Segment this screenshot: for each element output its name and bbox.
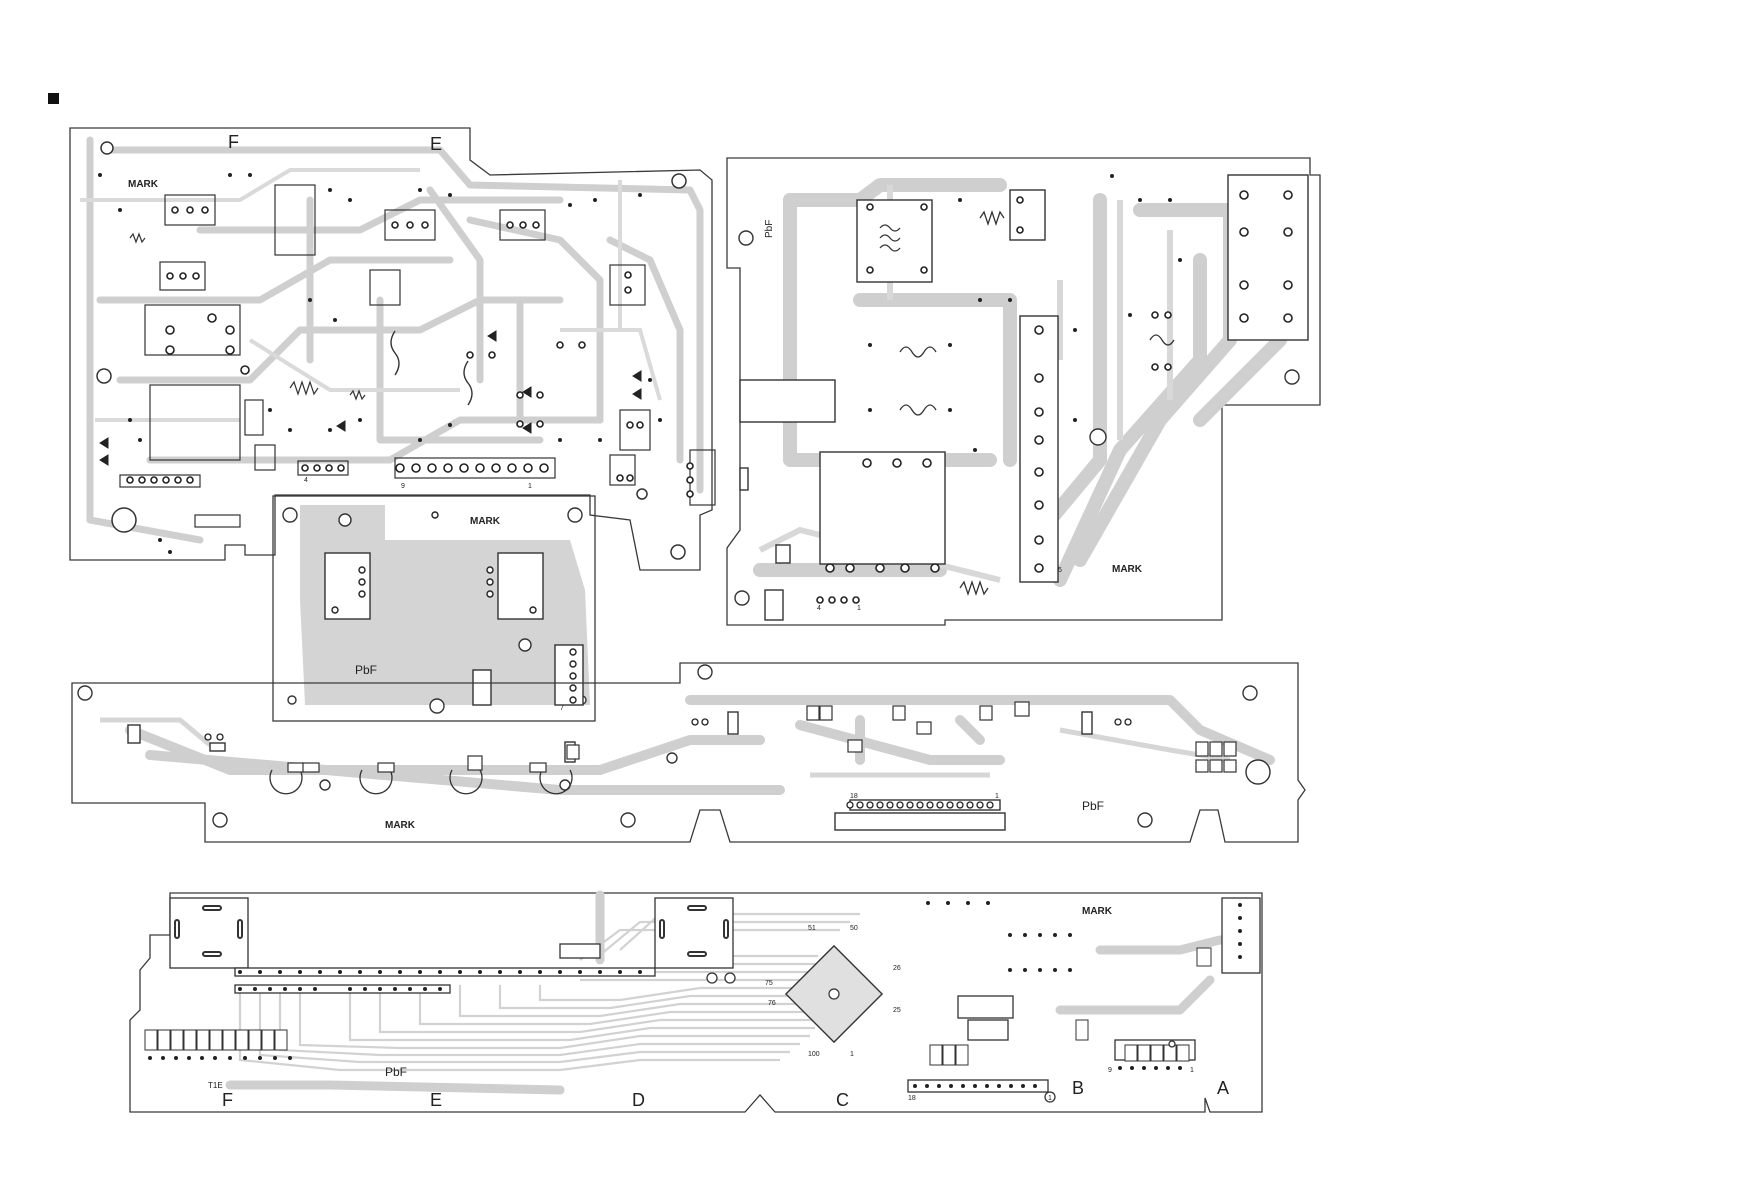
front-board-pbf: PbF: [1082, 799, 1104, 813]
transformer-board-code: PbF: [764, 220, 775, 238]
display-board-edge-letter-e: E: [430, 1090, 442, 1110]
power-board-outline: [69, 127, 713, 571]
display-board-edge-letter-a: A: [1217, 1078, 1229, 1098]
front-board-mark: MARK: [385, 820, 416, 831]
display-board-edge-letter-f: F: [222, 1090, 233, 1110]
ic-pin-50: 50: [850, 925, 858, 932]
front-board: MARK PbF 18 1: [71, 662, 1306, 843]
display-connector-pin-1: 1: [1048, 1095, 1052, 1102]
transformer-board-pin-1: 1: [857, 605, 861, 612]
transformer-board-outline: [726, 157, 1321, 626]
display-board-edge-letter-d: D: [632, 1090, 645, 1110]
display-connector-pin-1b: 1: [1190, 1067, 1194, 1074]
sub-board-mark: MARK: [470, 516, 501, 527]
display-board-outline: [129, 892, 1263, 1113]
front-board-pin-1: 1: [995, 793, 999, 800]
transformer-board-pin-4: 4: [817, 605, 821, 612]
power-board-edge-letter-e: E: [430, 134, 442, 154]
display-board: 51 50 75 76 26 25 100 1: [129, 890, 1263, 1113]
transformer-board: PbF MARK 4 1 5: [726, 157, 1321, 626]
ic-pin-76: 76: [768, 1000, 776, 1007]
power-board-pin-9: 9: [401, 483, 405, 490]
sub-board-pin-7: 7: [560, 705, 564, 712]
display-connector-pin-9: 9: [1108, 1067, 1112, 1074]
filled-square-icon: [48, 93, 59, 104]
power-board-edge-letter-f: F: [228, 132, 239, 152]
power-board-pin-1: 1: [528, 483, 532, 490]
transformer-board-mark: MARK: [1112, 564, 1143, 575]
front-board-pin-18: 18: [850, 793, 858, 800]
front-board-outline: [71, 662, 1306, 843]
display-board-edge-letter-b: B: [1072, 1078, 1084, 1098]
display-board-code: T1E: [208, 1081, 223, 1090]
ic-pin-75: 75: [765, 980, 773, 987]
display-board-edge-letter-c: C: [836, 1090, 849, 1110]
ic-pin-1: 1: [850, 1051, 854, 1058]
sub-board: MARK PbF 7: [272, 495, 596, 722]
ic-pin-51: 51: [808, 925, 816, 932]
ic-pin-25: 25: [893, 1007, 901, 1014]
power-board-pin-4: 4: [304, 477, 308, 484]
power-board: F E MARK 9 1 4: [69, 127, 716, 571]
ic-pin-100: 100: [808, 1051, 820, 1058]
sub-board-pbf: PbF: [355, 663, 377, 677]
display-board-mark: MARK: [1082, 906, 1113, 917]
sub-board-outline: [272, 495, 596, 722]
display-connector-pin-18: 18: [908, 1095, 916, 1102]
display-board-pbf: PbF: [385, 1065, 407, 1079]
ic-pin-26: 26: [893, 965, 901, 972]
power-board-mark: MARK: [128, 179, 159, 190]
transformer-board-pin-5: 5: [1058, 567, 1062, 574]
